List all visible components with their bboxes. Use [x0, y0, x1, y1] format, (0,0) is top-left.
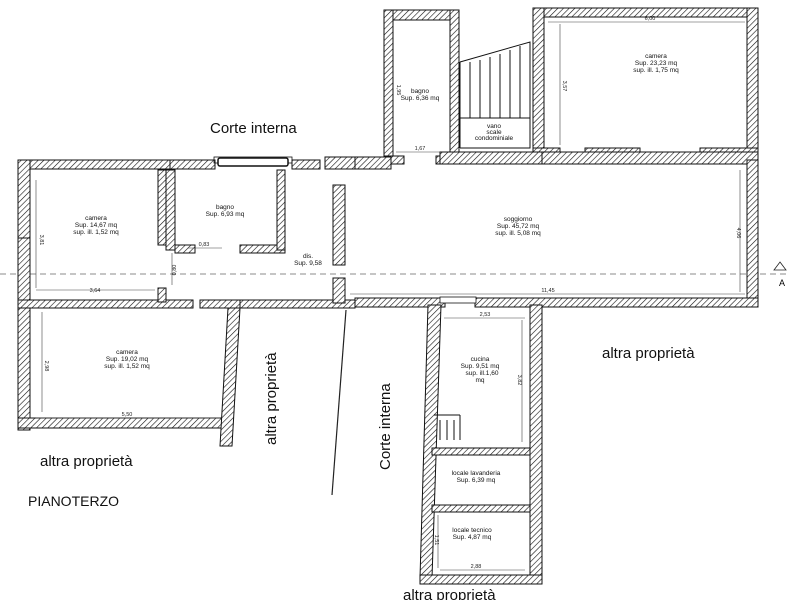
altra-proprieta-bottom: altra proprietà — [403, 587, 496, 600]
tecnico-sup: Sup. 4,87 mq — [453, 534, 492, 541]
dim-167: 1,67 — [415, 146, 426, 152]
dis-name: dis. — [303, 253, 313, 260]
camera-top-right-sup-ill: sup. ill. 1,75 mq — [633, 67, 679, 74]
bagno-top-sup: Sup. 6,36 mq — [401, 95, 440, 102]
camera-left-bottom-walls — [17, 307, 241, 447]
dim-151: 1,51 — [433, 535, 439, 546]
camera-left-bottom-sup: Sup. 19,02 mq — [106, 356, 149, 363]
cucina-sup-ill: sup. ill.1,60 — [466, 370, 499, 377]
cucina-name: cucina — [471, 356, 490, 363]
bagno-mid-name: bagno — [216, 204, 234, 211]
dim-381: 3,81 — [38, 235, 44, 246]
corte-interna-vertical: Corte interna — [377, 383, 394, 470]
vano-label-1: vano — [487, 123, 501, 130]
property-boundary-line — [331, 309, 347, 496]
camera-left-bottom-sup-ill: sup. ill. 1,52 mq — [104, 363, 150, 370]
main-walls — [17, 151, 759, 431]
dim-253: 2,53 — [480, 312, 491, 318]
dim-195: 1,95 — [395, 85, 401, 96]
cucina-sup: Sup. 9,51 mq — [461, 363, 500, 370]
dim-550: 5,50 — [122, 412, 133, 418]
staircase — [459, 41, 531, 149]
tecnico-name: locale tecnico — [452, 527, 492, 534]
dimension-labels: 6,00 3,57 1,95 1,67 3,81 3,64 0,83 0,80 … — [38, 16, 741, 570]
dim-083: 0,83 — [199, 242, 210, 248]
floor-name: PIANOTERZO — [28, 493, 119, 509]
dim-382: 3,82 — [516, 375, 522, 386]
dis-sup: Sup. 9,58 — [294, 260, 322, 267]
dim-080: 0,80 — [172, 265, 178, 276]
altra-proprieta-left-bottom: altra proprietà — [40, 453, 133, 470]
room-labels: camera Sup. 23,23 mq sup. ill. 1,75 mq b… — [73, 53, 679, 541]
altra-proprieta-right: altra proprietà — [602, 345, 695, 362]
dim-1145: 11,45 — [541, 288, 554, 294]
service-walls — [419, 304, 543, 585]
dim-364: 3,64 — [90, 288, 101, 294]
lavanderia-sup: Sup. 6,39 mq — [457, 477, 496, 484]
dim-600: 6,00 — [645, 16, 656, 22]
camera-top-right-name: camera — [645, 53, 667, 60]
area-labels: Corte interna Corte interna altra propri… — [28, 120, 695, 600]
bagno-mid-sup: Sup. 6,93 mq — [206, 211, 245, 218]
dim-288: 2,88 — [471, 564, 482, 570]
camera-left-top-sup: Sup. 14,67 mq — [75, 222, 118, 229]
cucina-counter — [434, 414, 461, 440]
dim-298: 2,98 — [43, 361, 49, 372]
section-arrow-icon — [773, 261, 787, 271]
camera-left-top-name: camera — [85, 215, 107, 222]
soggiorno-name: soggiorno — [504, 216, 533, 223]
soggiorno-sup-ill: sup. ill. 5,08 mq — [495, 230, 541, 237]
camera-left-bottom-name: camera — [116, 349, 138, 356]
camera-left-top-sup-ill: sup. ill. 1,52 mq — [73, 229, 119, 236]
section-marker-right: A — [779, 278, 785, 288]
corte-interna-top: Corte interna — [210, 120, 297, 137]
dim-406: 4,06 — [735, 228, 741, 239]
altra-proprieta-vertical: altra proprietà — [263, 352, 280, 445]
vano-label-2: scale — [486, 129, 502, 136]
vano-label-3: condominiale — [475, 135, 514, 142]
lavanderia-name: locale lavanderia — [452, 470, 501, 477]
bagno-top-name: bagno — [411, 88, 429, 95]
camera-top-right-sup: Sup. 23,23 mq — [635, 60, 678, 67]
dim-357: 3,57 — [561, 81, 567, 92]
cucina-unit: mq — [475, 377, 484, 384]
soggiorno-sup: Sup. 45,72 mq — [497, 223, 540, 230]
